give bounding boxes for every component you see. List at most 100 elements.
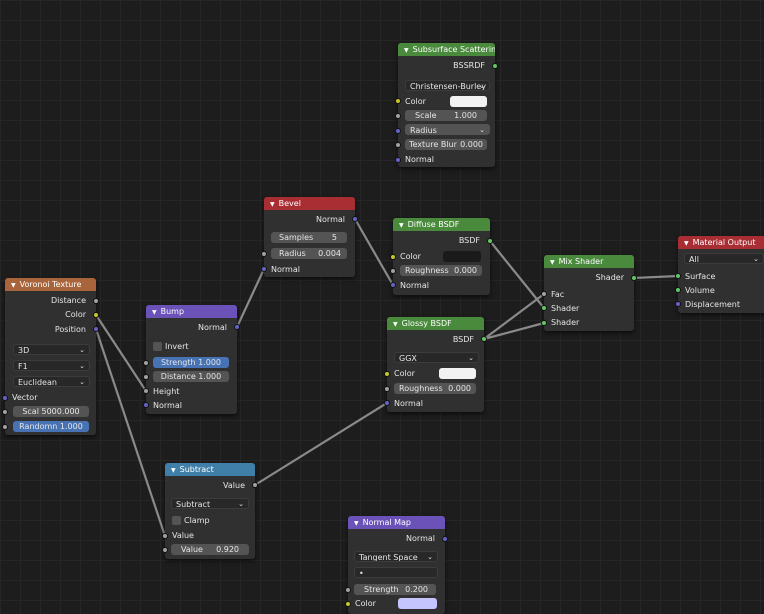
output-shader-socket[interactable] bbox=[631, 275, 637, 281]
roughness-field[interactable]: Roughness 0.000 bbox=[394, 383, 476, 394]
subtract-node[interactable]: ▼Subtract Value Subtract⌄ Clamp Value Va… bbox=[162, 463, 258, 559]
input-color-socket[interactable] bbox=[345, 601, 351, 607]
collapse-arrow-icon[interactable]: ▼ bbox=[550, 259, 555, 266]
input-color-socket[interactable] bbox=[395, 98, 401, 104]
normal-map-node[interactable]: ▼Normal Map Normal Tangent Space⌄ • Stre… bbox=[345, 516, 448, 614]
output-value-socket[interactable] bbox=[252, 482, 258, 488]
clamp-checkbox[interactable] bbox=[172, 516, 181, 525]
input-vector-socket[interactable] bbox=[2, 395, 8, 401]
collapse-arrow-icon[interactable]: ▼ bbox=[270, 201, 275, 208]
glossy-bsdf-node[interactable]: ▼Glossy BSDF BSDF GGX⌄ Color Roughness 0… bbox=[384, 317, 487, 412]
texture-blur-field[interactable]: Texture Blur 0.000 bbox=[405, 139, 487, 150]
collapse-arrow-icon[interactable]: ▼ bbox=[152, 309, 157, 316]
input-roughness-socket[interactable] bbox=[384, 386, 390, 392]
value-field[interactable]: Value 0.920 bbox=[171, 544, 249, 555]
radius-field[interactable]: Radius 0.004 bbox=[271, 248, 347, 259]
collapse-arrow-icon[interactable]: ▼ bbox=[354, 520, 359, 527]
input-scale-socket[interactable] bbox=[2, 409, 8, 415]
output-normal-socket[interactable] bbox=[442, 536, 448, 542]
samples-field[interactable]: Samples 5 bbox=[271, 232, 347, 243]
input-radius-socket[interactable] bbox=[395, 128, 401, 134]
input-fac-socket[interactable] bbox=[541, 291, 547, 297]
roughness-field[interactable]: Roughness 0.000 bbox=[400, 265, 482, 276]
dropdown-value: 3D bbox=[18, 346, 30, 355]
space-dropdown[interactable]: Tangent Space⌄ bbox=[354, 551, 438, 562]
output-distance-socket[interactable] bbox=[93, 298, 99, 304]
distance-field[interactable]: Distance 1.000 bbox=[153, 371, 229, 382]
collapse-arrow-icon[interactable]: ▼ bbox=[11, 282, 16, 289]
mix-shader-node-header[interactable]: ▼Mix Shader bbox=[544, 255, 634, 268]
input-color-socket[interactable] bbox=[390, 254, 396, 260]
normal-map-node-header[interactable]: ▼Normal Map bbox=[348, 516, 445, 529]
subtract-node-header[interactable]: ▼Subtract bbox=[165, 463, 255, 476]
input-strength-socket[interactable] bbox=[143, 360, 149, 366]
target-dropdown[interactable]: All⌄ bbox=[684, 253, 764, 264]
output-normal-socket[interactable] bbox=[234, 324, 240, 330]
output-bsdf-socket[interactable] bbox=[487, 238, 493, 244]
input-displacement-socket[interactable] bbox=[675, 301, 681, 307]
input-volume-socket[interactable] bbox=[675, 287, 681, 293]
input-shader1-socket[interactable] bbox=[541, 305, 547, 311]
collapse-arrow-icon[interactable]: ▼ bbox=[684, 240, 689, 247]
randomness-field[interactable]: Randomn 1.000 bbox=[13, 421, 89, 432]
collapse-arrow-icon[interactable]: ▼ bbox=[393, 321, 398, 328]
diffuse-node-header[interactable]: ▼Diffuse BSDF bbox=[393, 218, 490, 231]
bump-node[interactable]: ▼Bump Normal Invert Strength 1.000 Dista… bbox=[143, 305, 240, 414]
input-height-socket[interactable] bbox=[143, 388, 149, 394]
collapse-arrow-icon[interactable]: ▼ bbox=[399, 222, 404, 229]
input-randomness-socket[interactable] bbox=[2, 424, 8, 430]
voronoi-texture-node[interactable]: ▼Voronoi Texture Distance Color Position… bbox=[2, 278, 99, 435]
strength-field[interactable]: Strength 1.000 bbox=[153, 357, 229, 368]
input-normal-socket[interactable] bbox=[384, 400, 390, 406]
strength-field[interactable]: Strength 0.200 bbox=[354, 584, 436, 595]
falloff-dropdown[interactable]: Christensen-Burley⌄ bbox=[405, 80, 490, 91]
input-shader2-socket[interactable] bbox=[541, 320, 547, 326]
invert-checkbox[interactable] bbox=[153, 342, 162, 351]
collapse-arrow-icon[interactable]: ▼ bbox=[171, 467, 176, 474]
subsurface-node-header[interactable]: ▼Subsurface Scatterin bbox=[398, 43, 495, 56]
input-surface-socket[interactable] bbox=[675, 273, 681, 279]
scale-field[interactable]: Scale 1.000 bbox=[405, 110, 487, 121]
material-output-node-header[interactable]: ▼Material Output bbox=[678, 236, 764, 249]
input-scale-socket[interactable] bbox=[395, 113, 401, 119]
input-texture-blur-socket[interactable] bbox=[395, 142, 401, 148]
input-value1-socket[interactable] bbox=[162, 533, 168, 539]
output-position-socket[interactable] bbox=[93, 326, 99, 332]
dimensions-dropdown[interactable]: 3D⌄ bbox=[13, 344, 90, 355]
output-color-socket[interactable] bbox=[93, 312, 99, 318]
bevel-node-header[interactable]: ▼Bevel bbox=[264, 197, 355, 210]
uvmap-field[interactable]: • bbox=[354, 567, 438, 578]
input-normal-socket[interactable] bbox=[143, 402, 149, 408]
input-distance-socket[interactable] bbox=[143, 374, 149, 380]
input-normal-socket[interactable] bbox=[261, 266, 267, 272]
distribution-dropdown[interactable]: GGX⌄ bbox=[394, 352, 479, 363]
radius-dropdown[interactable]: Radius⌄ bbox=[405, 124, 490, 135]
output-bsdf-socket[interactable] bbox=[481, 336, 487, 342]
subsurface-scattering-node[interactable]: ▼Subsurface Scatterin BSSRDF Christensen… bbox=[395, 43, 498, 167]
color-swatch[interactable] bbox=[443, 251, 481, 262]
input-normal-socket[interactable] bbox=[390, 282, 396, 288]
feature-dropdown[interactable]: F1⌄ bbox=[13, 360, 90, 371]
color-swatch[interactable] bbox=[398, 598, 437, 609]
collapse-arrow-icon[interactable]: ▼ bbox=[404, 47, 409, 54]
color-swatch[interactable] bbox=[450, 96, 487, 107]
metric-dropdown[interactable]: Euclidean⌄ bbox=[13, 376, 90, 387]
color-swatch[interactable] bbox=[439, 368, 476, 379]
voronoi-node-header[interactable]: ▼Voronoi Texture bbox=[5, 278, 96, 291]
output-normal-socket[interactable] bbox=[352, 216, 358, 222]
input-color-socket[interactable] bbox=[384, 371, 390, 377]
input-normal-socket[interactable] bbox=[395, 157, 401, 163]
input-value2-socket[interactable] bbox=[162, 547, 168, 553]
glossy-node-header[interactable]: ▼Glossy BSDF bbox=[387, 317, 484, 330]
input-roughness-socket[interactable] bbox=[390, 268, 396, 274]
input-strength-socket[interactable] bbox=[345, 587, 351, 593]
input-radius-socket[interactable] bbox=[261, 251, 267, 257]
scale-field[interactable]: Scal 5000.000 bbox=[13, 406, 89, 417]
bump-node-header[interactable]: ▼Bump bbox=[146, 305, 237, 318]
mix-shader-node[interactable]: ▼Mix Shader Shader Fac Shader Shader bbox=[541, 255, 637, 331]
output-bssrdf-socket[interactable] bbox=[492, 63, 498, 69]
bevel-node[interactable]: ▼Bevel Normal Samples 5 Radius 0.004 Nor… bbox=[261, 197, 358, 277]
material-output-node[interactable]: ▼Material Output All⌄ Surface Volume Dis… bbox=[675, 236, 764, 313]
diffuse-bsdf-node[interactable]: ▼Diffuse BSDF BSDF Color Roughness 0.000… bbox=[390, 218, 493, 295]
operation-dropdown[interactable]: Subtract⌄ bbox=[171, 498, 249, 509]
